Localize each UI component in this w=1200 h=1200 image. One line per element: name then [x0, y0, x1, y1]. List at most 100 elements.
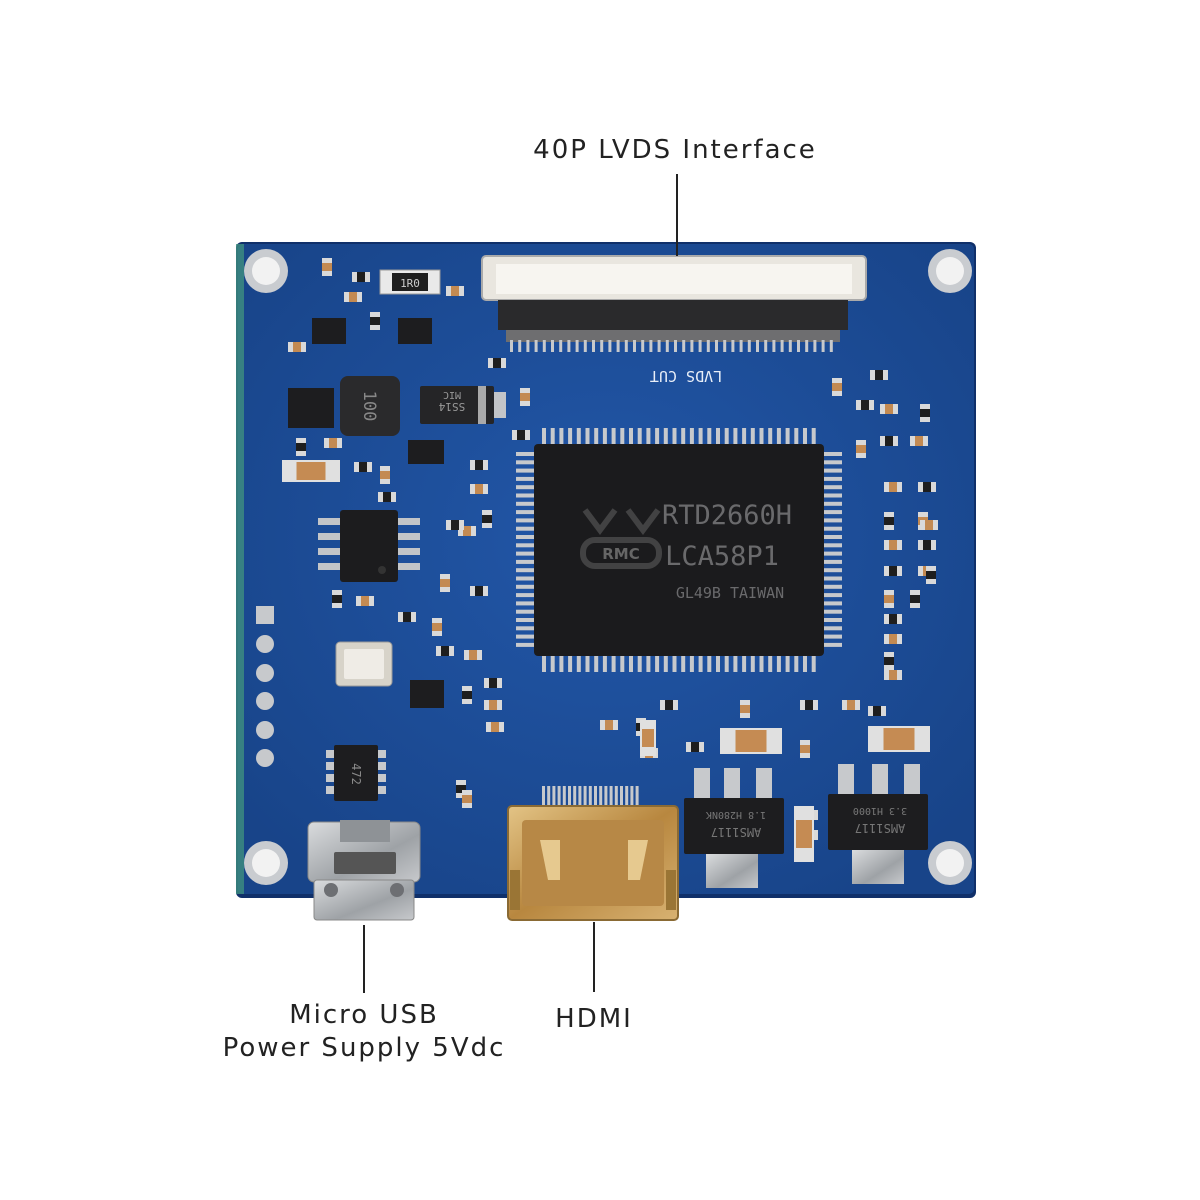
smd-component [800, 740, 810, 758]
smd-component [484, 700, 502, 710]
smd-component [464, 650, 482, 660]
smd-component [884, 670, 902, 680]
smd-component [470, 460, 488, 470]
smd-component [332, 590, 342, 608]
smd-component [910, 590, 920, 608]
lvds-connector [481, 255, 867, 352]
smd-component [436, 646, 454, 656]
rmc-logo [580, 508, 662, 569]
smd-component [884, 512, 894, 530]
smd-component [856, 440, 866, 458]
smd-component [470, 586, 488, 596]
ceramic-capacitor [640, 720, 656, 756]
smd-component [352, 272, 370, 282]
lvds-interface-label: 40P LVDS Interface [533, 135, 817, 165]
smd-passives [282, 258, 938, 862]
resistor-1r0: 1R0 [379, 269, 441, 295]
hdmi-port [507, 786, 679, 921]
smd-component [918, 540, 936, 550]
soic8-chip [318, 510, 420, 582]
smd-component [880, 436, 898, 446]
sot23-components [288, 318, 444, 708]
lvds-cut-silkscreen: LVDS CUT [650, 367, 722, 385]
smd-component [484, 678, 502, 688]
chip-marking-line3: GL49B TAIWAN [676, 584, 784, 602]
smd-component [918, 482, 936, 492]
smd-component [884, 566, 902, 576]
regulator-3v3: AMS1117 3.3 H1000 [828, 764, 928, 884]
smd-component [740, 700, 750, 718]
inductor-marking: 100 [359, 391, 379, 422]
mounting-hole-bottom-left [244, 841, 288, 885]
header-pads [256, 606, 274, 767]
chip-marking-line2: LCA58P1 [665, 541, 779, 572]
ceramic-capacitor [868, 726, 930, 752]
smd-component [324, 438, 342, 448]
smd-component [482, 510, 492, 528]
resistor-array-marking: 472 [349, 763, 363, 785]
smd-component [354, 462, 372, 472]
smd-component [884, 482, 902, 492]
smd-component [920, 404, 930, 422]
diode: SS14 MIC [420, 386, 506, 424]
inductor: 100 [340, 376, 400, 436]
smd-component [880, 404, 898, 414]
hdmi-label: HDMI [555, 1004, 633, 1034]
resistor-1r0-marking: 1R0 [400, 277, 420, 290]
smd-component [356, 596, 374, 606]
smd-component [884, 590, 894, 608]
smd-component [288, 342, 306, 352]
mounting-hole-top-left [244, 249, 288, 293]
smd-component [856, 400, 874, 410]
smd-component [920, 520, 938, 530]
micro-usb-label: Micro USB [289, 1000, 439, 1030]
main-chip: RMC RTD2660H LCA58P1 GL49B TAIWAN [516, 428, 842, 672]
smd-component [380, 466, 390, 484]
regulator-3v3-line2: 3.3 H1000 [853, 805, 907, 816]
chip-logo-text: RMC [602, 545, 640, 563]
smd-component [660, 700, 678, 710]
diode-marking-line1: SS14 [438, 400, 465, 413]
resistor-array-472: 472 [326, 745, 386, 801]
smd-component [462, 686, 472, 704]
smd-component [458, 526, 476, 536]
smd-component [832, 378, 842, 396]
smd-component [910, 436, 928, 446]
smd-component [842, 700, 860, 710]
smd-component [884, 540, 902, 550]
smd-component [870, 370, 888, 380]
smd-component [378, 492, 396, 502]
smd-component [344, 292, 362, 302]
smd-component [488, 358, 506, 368]
micro-usb-port [307, 820, 421, 921]
mounting-hole-bottom-right [928, 841, 972, 885]
power-supply-label: Power Supply 5Vdc [222, 1033, 506, 1063]
smd-component [398, 612, 416, 622]
chip-marking-line1: RTD2660H [662, 500, 792, 531]
ceramic-capacitor [282, 460, 340, 482]
smd-component [446, 520, 464, 530]
ceramic-capacitor [794, 806, 814, 862]
smd-component [512, 430, 530, 440]
crystal-oscillator [335, 641, 393, 687]
smd-component [884, 614, 902, 624]
smd-component [462, 790, 472, 808]
smd-component [470, 484, 488, 494]
mounting-hole-top-right [928, 249, 972, 293]
regulator-3v3-line1: AMS1117 [855, 821, 906, 835]
regulator-1v8-line2: 1.8 H280NK [706, 809, 766, 820]
smd-component [456, 780, 466, 798]
smd-component [520, 388, 530, 406]
smd-component [446, 286, 464, 296]
smd-component [600, 720, 618, 730]
smd-component [686, 742, 704, 752]
smd-component [884, 634, 902, 644]
regulator-1v8: AMS1117 1.8 H280NK [684, 768, 784, 888]
smd-component [926, 566, 936, 584]
mounting-holes [244, 249, 972, 885]
smd-component [800, 700, 818, 710]
smd-component [296, 438, 306, 456]
regulator-1v8-line1: AMS1117 [711, 825, 762, 839]
smd-component [868, 706, 886, 716]
